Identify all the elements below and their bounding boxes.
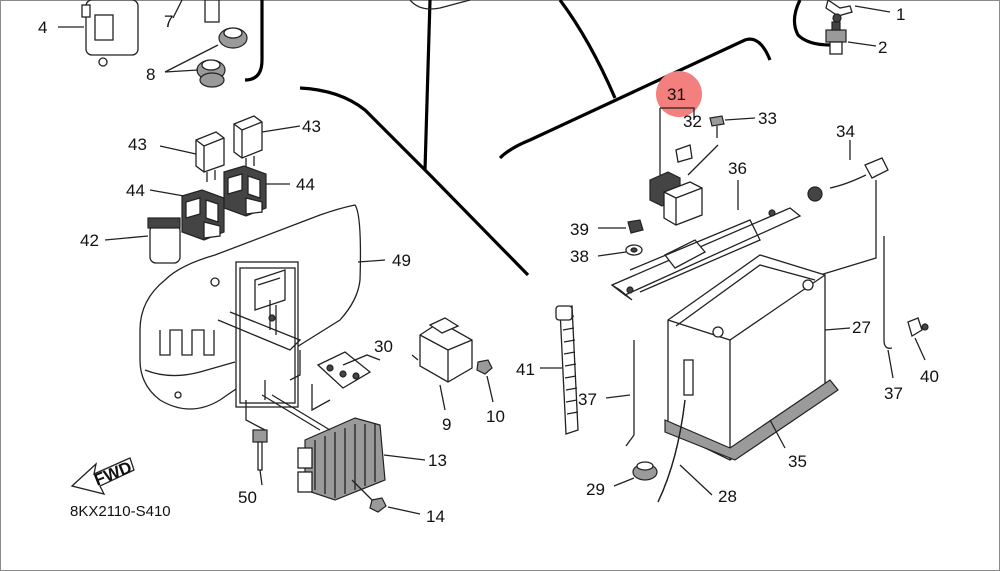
divider-cable-right <box>558 0 617 99</box>
part-10-nut <box>476 359 494 403</box>
part-37-rod-left <box>605 340 635 447</box>
part-7-assembly <box>172 0 220 23</box>
callout-35: 35 <box>788 452 807 471</box>
part-34-lead <box>807 140 889 276</box>
callout-31: 31 <box>667 85 686 104</box>
callout-50: 50 <box>238 488 257 507</box>
part-4-assembly <box>58 0 139 67</box>
diagram-code: 8KX2110-S410 <box>70 503 171 520</box>
part-35-case <box>664 379 839 461</box>
callout-43-left: 43 <box>128 135 147 154</box>
part-40-clip <box>907 317 929 361</box>
callout-8: 8 <box>146 65 155 84</box>
callout-10: 10 <box>486 407 505 426</box>
divider-top-left <box>244 0 264 82</box>
part-1-assembly <box>825 0 891 23</box>
fwd-arrow: FWD <box>70 457 135 495</box>
callout-30: 30 <box>374 337 393 356</box>
callout-2: 2 <box>878 38 887 57</box>
part-41-strap <box>540 305 579 435</box>
part-31-relay <box>649 107 719 226</box>
callout-42: 42 <box>80 231 99 250</box>
callout-29: 29 <box>586 480 605 499</box>
section-dividers <box>244 0 831 277</box>
part-29-grommet <box>613 461 658 487</box>
callout-9: 9 <box>442 415 451 434</box>
part-14-nut <box>351 479 421 515</box>
relay-44-left <box>149 189 225 241</box>
part-30-pad <box>311 351 381 412</box>
part-8-grommets <box>164 27 248 88</box>
part-2-assembly <box>825 21 877 55</box>
part-37-rod-right <box>883 236 894 379</box>
callout-27: 27 <box>852 318 871 337</box>
callout-32: 32 <box>683 112 702 131</box>
callout-49: 49 <box>392 251 411 270</box>
callout-4: 4 <box>38 18 47 37</box>
divider-top-right <box>792 0 831 47</box>
part-9-module <box>411 317 473 411</box>
callout-40: 40 <box>920 367 939 386</box>
part-28-hose <box>657 359 713 503</box>
part-33-bolt <box>709 115 756 138</box>
relay-43-left <box>159 131 225 182</box>
callout-14: 14 <box>426 507 445 526</box>
callout-37-right: 37 <box>884 384 903 403</box>
divider-right <box>498 37 772 160</box>
callout-39: 39 <box>570 220 589 239</box>
part-42-assembly <box>104 217 181 264</box>
part-13-rectifier <box>261 394 426 501</box>
callout-1: 1 <box>896 5 905 24</box>
relay-43-right <box>233 115 301 168</box>
callout-44-right: 44 <box>296 175 315 194</box>
callout-44-left: 44 <box>126 181 145 200</box>
divider-cable-vertical <box>423 0 432 171</box>
part-38-washer <box>597 244 643 257</box>
part-32-clip <box>675 144 693 163</box>
callout-43-right: 43 <box>302 117 321 136</box>
highlight-circle <box>656 71 702 117</box>
part-top-edge <box>409 0 471 10</box>
callout-33: 33 <box>758 109 777 128</box>
relay-44-right <box>223 165 290 217</box>
part-50-bolt <box>252 429 268 486</box>
callout-36: 36 <box>728 159 747 178</box>
callout-labels: 4 7 8 1 2 43 43 44 44 42 49 30 9 10 13 1… <box>38 5 939 526</box>
part-39-nut <box>598 219 644 234</box>
callout-28: 28 <box>718 487 737 506</box>
callout-38: 38 <box>570 247 589 266</box>
fwd-label: FWD <box>92 458 135 490</box>
callout-13: 13 <box>428 451 447 470</box>
part-49-panel <box>139 204 386 431</box>
callout-34: 34 <box>836 122 855 141</box>
part-36-bracket <box>610 180 802 301</box>
callout-41: 41 <box>516 360 535 379</box>
callout-37-left: 37 <box>578 390 597 409</box>
callout-7: 7 <box>164 12 173 31</box>
divider-center-diagonal <box>299 86 530 277</box>
